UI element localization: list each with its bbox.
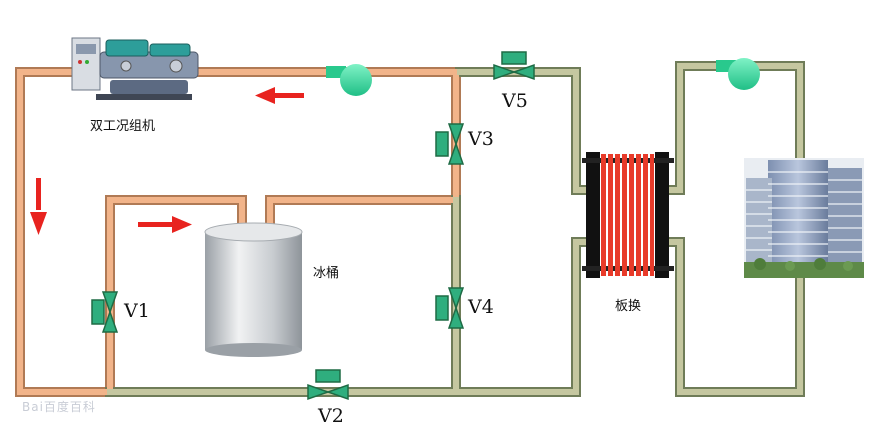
- valve-v5-icon[interactable]: [493, 51, 535, 81]
- chiller-label: 双工况组机: [90, 119, 156, 134]
- chiller-unit-icon: [71, 37, 199, 100]
- valve-v1-icon[interactable]: [91, 291, 119, 333]
- valve-v3-label: V3: [468, 128, 494, 150]
- valve-v1-label: V1: [124, 300, 150, 322]
- pipe-fills: [17, 63, 803, 395]
- watermark-logo: Bai百度百科: [22, 400, 96, 414]
- plate-heat-exchanger-icon: [582, 152, 674, 278]
- office-building-icon: [744, 158, 864, 278]
- valve-v5-label: V5: [502, 90, 528, 112]
- ice-tank-label: 冰桶: [313, 266, 340, 281]
- valve-v2-label: V2: [318, 405, 344, 427]
- valve-v4-label: V4: [468, 296, 494, 318]
- pump-icon: [326, 64, 372, 96]
- valve-v3-icon[interactable]: [435, 123, 465, 165]
- ice-tank-icon: [204, 222, 303, 357]
- flow-arrow-icon: [255, 87, 304, 104]
- valve-v4-icon[interactable]: [435, 287, 465, 329]
- pump-icon: [716, 58, 760, 90]
- plate-exchanger-label: 板换: [615, 299, 642, 314]
- flow-arrow-icon: [30, 178, 47, 235]
- valve-v2-icon[interactable]: [307, 369, 349, 401]
- flow-arrow-icon: [138, 216, 192, 233]
